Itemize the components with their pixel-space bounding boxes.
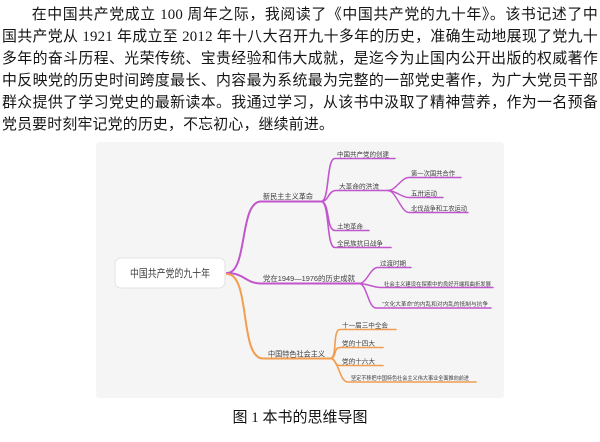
branch-curve-new-democratic-revolution [226, 200, 322, 274]
branch-curve-cultural-revolution [358, 282, 492, 309]
mindmap-node-third-plenary: 十一届三中全会 [342, 321, 389, 330]
mindmap-node-founding-of-ccp: 中国共产党的创建 [337, 150, 390, 159]
mindmap-root-label: 中国共产党的九十年 [130, 266, 210, 280]
mindmap-node-14th-congress: 党的十四大 [342, 339, 376, 348]
branch-curve-anti-japanese-war [320, 200, 392, 249]
mindmap-canvas: 中国共产党的九十年 新民主主义革命 党在1949—1976的历史成就 中国特色社… [96, 142, 504, 398]
mindmap-node-may-30-movement: 五卅运动 [411, 190, 438, 198]
mindmap-node-socialist-construction: 社会主义建设在探索中的良好开端和曲折发展 [384, 280, 491, 288]
mindmap-node-new-democratic-revolution: 新民主主义革命 [263, 191, 313, 201]
mindmap-node-socialism-chinese-characteristics: 中国特色社会主义 [268, 349, 325, 359]
mindmap-node-16th-congress: 党的十六大 [342, 357, 376, 366]
purple-branches-group [226, 157, 494, 309]
branch-curve-advance-great-cause [329, 357, 477, 383]
orange-branches-group [226, 273, 477, 383]
branch-curve-founding-of-ccp [320, 157, 396, 203]
mindmap-node-achievements-1949-1976: 党在1949—1976的历史成就 [263, 273, 355, 283]
mindmap-root-node [114, 257, 226, 289]
mindmap-node-great-revolution-torrent: 大革命的洪流 [339, 182, 380, 191]
mindmap-node-cultural-revolution: “文化大革命”的内乱和对内乱的抵制与抗争 [382, 300, 488, 308]
figure-caption: 图 1 本书的思维导图 [232, 410, 368, 426]
mindmap-node-northern-expedition: 北伐战争和工农运动 [411, 204, 467, 213]
branch-curve-socialism-chinese-characteristics [226, 273, 331, 360]
mindmap-node-first-kmt-ccp-cooperation: 第一次国共合作 [411, 169, 455, 178]
mindmap-node-advance-great-cause: 坚定不移把中国特色社会主义伟大事业全面推向前进 [351, 374, 469, 382]
mindmap-node-anti-japanese-war: 全民族抗日战争 [337, 239, 384, 248]
body-paragraph: 在中国共产党成立 100 周年之际，我阅读了《中国共产党的九十年》。该书记述了中… [2, 7, 598, 133]
branch-curve-great-revolution-torrent [320, 189, 389, 203]
mindmap-node-transition-period: 过渡时期 [380, 259, 407, 268]
mindmap-figure: 中国共产党的九十年 新民主主义革命 党在1949—1976的历史成就 中国特色社… [0, 142, 600, 398]
mindmap-node-agrarian-revolution: 土地革命 [337, 222, 364, 231]
branch-curve-northern-expedition [387, 189, 469, 214]
branch-curve-first-kmt-ccp-cooperation [387, 176, 462, 192]
branch-curve-achievements-1949-1976 [226, 272, 360, 285]
